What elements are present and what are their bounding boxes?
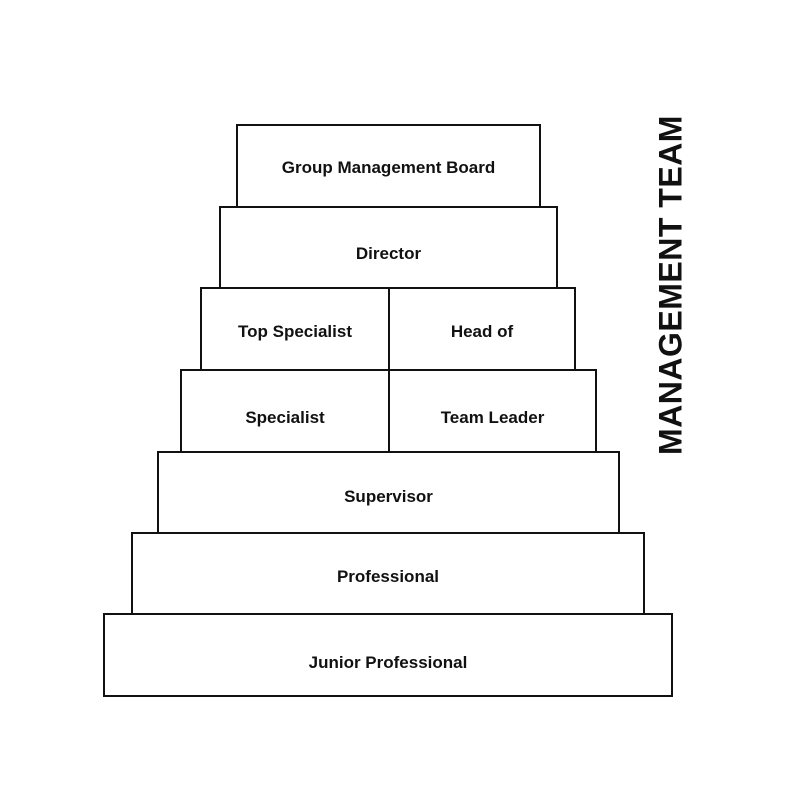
level-director: Director xyxy=(219,206,558,289)
level-4-divider xyxy=(388,371,390,451)
level-professional: Professional xyxy=(131,532,645,615)
level-group-management-board-label: Group Management Board xyxy=(281,158,496,177)
level-director-label: Director xyxy=(355,244,422,263)
level-team-leader-label: Team Leader xyxy=(440,408,545,427)
level-top-specialist-head-of: Top Specialist Head of xyxy=(200,287,576,371)
level-supervisor-label: Supervisor xyxy=(344,487,433,506)
level-3-divider xyxy=(388,289,390,369)
level-professional-label: Professional xyxy=(336,567,440,586)
management-team-label: MANAGEMENT TEAM xyxy=(652,115,689,455)
level-group-management-board: Group Management Board xyxy=(236,124,541,208)
level-junior-professional: Junior Professional xyxy=(103,613,673,697)
level-top-specialist-label: Top Specialist xyxy=(238,322,352,341)
level-junior-professional-label: Junior Professional xyxy=(308,653,468,672)
level-head-of-label: Head of xyxy=(450,322,514,341)
level-specialist-team-leader: Specialist Team Leader xyxy=(180,369,597,453)
level-supervisor: Supervisor xyxy=(157,451,620,534)
level-specialist-label: Specialist xyxy=(245,408,325,427)
